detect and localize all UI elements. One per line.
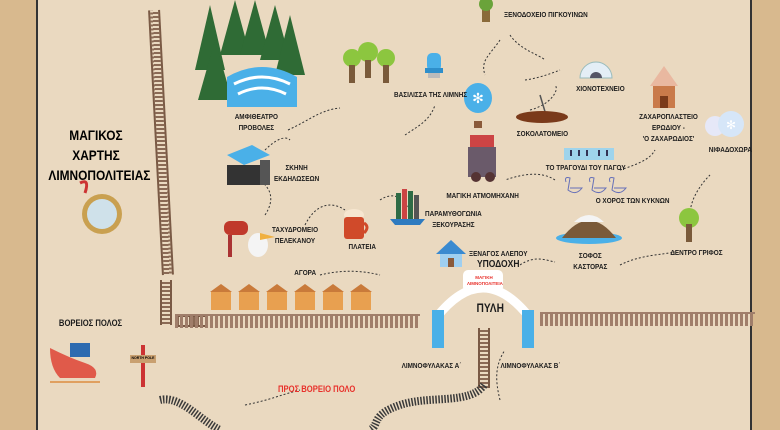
label-line: ΣΚΗΝΗ — [285, 163, 308, 172]
igloo-icon — [579, 61, 613, 79]
scroll-right-edge — [750, 0, 780, 430]
label-line: ΥΠΟΔΟΧΗ — [476, 259, 520, 270]
title-line-1: ΜΑΓΙΚΟΣ ΧΑΡΤΗΣ — [69, 127, 123, 163]
balloon-icon: ✻ — [464, 83, 492, 128]
gate-arch-icon — [432, 270, 534, 348]
gingerbread-house-icon — [650, 66, 678, 108]
throne-icon — [425, 53, 443, 78]
label-riddle-tree: ΔΕΝΤΡΟ ΓΡΙΦΟΣ — [670, 248, 723, 257]
piano-keys-icon — [564, 148, 614, 160]
gate-logo: ΜΑΓΙΚΗ ΛΙΜΝΟΠΟΛΙΤΕΙΑ — [467, 275, 503, 286]
fox-house-icon — [436, 240, 466, 267]
label-line: ΞΕΚΟΥΡΑΣΗΣ — [432, 220, 475, 229]
label-line: ΠΑΡΑΜΥΘΟΓΩΝΙΑ — [425, 209, 482, 218]
label-story-corner: ΠΑΡΑΜΥΘΟΓΩΝΙΑ ΞΕΚΟΥΡΑΣΗΣ — [425, 208, 482, 230]
label-line: ΠΕΛΕΚΑΝΟΥ — [274, 236, 316, 245]
label-snowflake-village: ΝΙΦΑΔΟΧΩΡΑ — [708, 145, 752, 154]
label-line: ΞΕΝΑΓΟΣ ΑΛΕΠΟΥ — [469, 249, 528, 258]
chocolate-pit-icon — [516, 94, 568, 123]
tree-people-icon — [343, 42, 395, 83]
sleigh-icon — [50, 343, 100, 383]
label-line: ΕΚΔΗΛΩΣΕΩΝ — [274, 174, 320, 183]
title-line-2: ΛΙΜΝΟΠΟΛΙΤΕΙΑΣ — [48, 167, 151, 183]
label-to-north-pole: ΠΡΟΣ ΒΟΡΕΙΟ ΠΟΛΟ — [277, 384, 356, 394]
compass-icon — [79, 180, 122, 234]
label-line: ΑΜΦΙΘΕΑΤΡΟ — [234, 112, 279, 121]
stage-icon — [227, 145, 270, 185]
mailbox-pelican-icon — [224, 221, 275, 257]
scroll-left-edge — [0, 0, 38, 430]
label-line: ΕΡΩΔΙΟΥ - — [652, 123, 685, 132]
label-line: ΤΑΧΥΔΡΟΜΕΙΟ — [272, 225, 319, 234]
label-lake-queen: ΒΑΣΙΛΙΣΣΑ ΤΗΣ ΛΙΜΝΗΣ — [394, 90, 468, 99]
snow-cloud-icon: ✻ — [705, 111, 744, 137]
railway — [478, 328, 490, 388]
fence — [540, 312, 755, 326]
books-icon — [390, 189, 425, 225]
label-guard-a: ΛΙΜΝΟΦΥΛΑΚΑΣ Α΄ — [401, 361, 462, 370]
label-guard-b: ΛΙΜΝΟΦΥΛΑΚΑΣ Β΄ — [500, 361, 561, 370]
forest-icon — [195, 0, 305, 100]
fence — [175, 314, 420, 328]
svg-text:✻: ✻ — [472, 90, 484, 106]
label-square: ΠΛΑΤΕΙΑ — [348, 242, 376, 251]
amphitheatre-icon — [227, 67, 297, 107]
north-pole-sign-text: NORTH POLE — [131, 356, 155, 360]
label-pastry-shop: ΖΑΧΑΡΟΠΛΑΣΤΕΙΟ ΕΡΩΔΙΟΥ - 'Ο ΖΑΧΑΡΩΔΙΟΣ' — [639, 111, 698, 144]
label-penguin-hotel: ΞΕΝΟΔΟΧΕΙΟ ΠΙΓΚΟΥΙΝΩΝ — [504, 10, 588, 19]
map-title: ΜΑΓΙΚΟΣ ΧΑΡΤΗΣ ΛΙΜΝΟΠΟΛΙΤΕΙΑΣ — [48, 125, 151, 185]
label-gate: ΠΥΛΗ — [476, 301, 504, 315]
svg-text:✻: ✻ — [726, 118, 736, 132]
label-wise-beaver: ΣΟΦΟΣ ΚΑΣΤΟΡΑΣ — [573, 250, 607, 272]
label-line: 'Ο ΖΑΧΑΡΩΔΙΟΣ' — [642, 134, 695, 143]
treehouse-icon — [479, 0, 493, 22]
label-events-stage: ΣΚΗΝΗ ΕΚΔΗΛΩΣΕΩΝ — [274, 162, 319, 184]
hot-cocoa-icon — [344, 209, 369, 239]
label-pelican-post: ΤΑΧΥΔΡΟΜΕΙΟ ΠΕΛΕΚΑΝΟΥ — [272, 224, 318, 246]
swans-icon — [565, 177, 628, 194]
north-pole-sign-icon — [130, 345, 156, 387]
label-ice-song: ΤΟ ΤΡΑΓΟΥΔΙ ΤΟΥ ΠΑΓΟΥ — [545, 163, 626, 172]
label-line: ΖΑΧΑΡΟΠΛΑΣΤΕΙΟ — [639, 112, 698, 121]
label-snow-workshop: ΧΙΟΝΟΤΕΧΝΕΙΟ — [576, 84, 625, 93]
riddle-tree-icon — [679, 208, 699, 242]
label-amphitheatre: ΑΜΦΙΘΕΑΤΡΟ ΠΡΟΒΟΛΕΣ — [235, 111, 278, 133]
label-north-pole: ΒΟΡΕΙΟΣ ΠΟΛΟΣ — [58, 318, 123, 328]
market-stalls-icon — [210, 284, 372, 310]
label-line: ΠΡΟΒΟΛΕΣ — [238, 123, 275, 132]
label-line: ΚΑΣΤΟΡΑΣ — [573, 262, 608, 271]
beaver-lodge-icon — [556, 215, 622, 244]
label-market: ΑΓΟΡΑ — [294, 268, 317, 277]
label-steam-engine: ΜΑΓΙΚΗ ΑΤΜΟΜΗΧΑΝΗ — [446, 191, 519, 200]
label-chocolate-factory: ΣΟΚΟΛΑΤΟΜΕΙΟ — [516, 129, 569, 138]
label-swan-dance: Ο ΧΟΡΟΣ ΤΩΝ ΚΥΚΝΩΝ — [595, 196, 670, 205]
steam-engine-icon — [468, 135, 496, 182]
label-line: ΣΟΦΟΣ — [578, 251, 602, 260]
railway — [160, 280, 172, 325]
